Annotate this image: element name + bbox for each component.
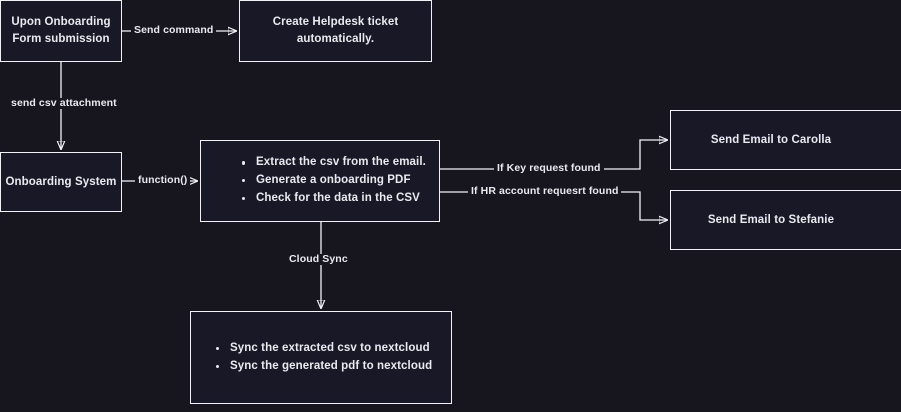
node-email-stefanie[interactable]: Send Email to Stefanie xyxy=(670,190,901,250)
process-csv-bullet-list: Extract the csv from the email. Generate… xyxy=(239,154,426,207)
edge-label-send-csv-attachment: send csv attachment xyxy=(8,98,120,109)
node-helpdesk-ticket[interactable]: Create Helpdesk ticket automatically. xyxy=(239,0,432,62)
node-cloud-sync-actions[interactable]: Sync the extracted csv to nextcloud Sync… xyxy=(190,311,452,404)
onboarding-form-line2: Form submission xyxy=(12,33,110,45)
list-item: Sync the generated pdf to nextcloud xyxy=(213,358,432,376)
edge-label-function-call: function() xyxy=(135,175,191,186)
edge-label-cloud-sync: Cloud Sync xyxy=(286,254,351,265)
edge-label-key-request: If Key request found xyxy=(494,163,604,174)
node-onboarding-form[interactable]: Upon Onboarding Form submission xyxy=(0,0,122,62)
node-onboarding-system[interactable]: Onboarding System xyxy=(0,152,122,212)
list-item: Extract the csv from the email. xyxy=(239,154,426,172)
list-item: Sync the extracted csv to nextcloud xyxy=(213,340,432,358)
email-stefanie-label: Send Email to Stefanie xyxy=(707,213,835,226)
node-email-carolla[interactable]: Send Email to Carolla xyxy=(670,110,901,170)
helpdesk-ticket-line1: Create Helpdesk ticket xyxy=(272,16,399,29)
helpdesk-ticket-line2: automatically. xyxy=(296,33,375,45)
list-item: Generate a onboarding PDF xyxy=(239,172,426,190)
email-carolla-label: Send Email to Carolla xyxy=(710,133,832,146)
edge-label-hr-account-request: If HR account requesrt found xyxy=(468,186,622,197)
cloud-sync-bullet-list: Sync the extracted csv to nextcloud Sync… xyxy=(213,340,432,376)
list-item: Check for the data in the CSV xyxy=(239,190,426,208)
node-process-csv[interactable]: Extract the csv from the email. Generate… xyxy=(200,140,440,222)
edge-label-send-command: Send command xyxy=(131,25,217,36)
onboarding-system-label: Onboarding System xyxy=(5,175,117,188)
onboarding-form-line1: Upon Onboarding xyxy=(11,16,111,29)
